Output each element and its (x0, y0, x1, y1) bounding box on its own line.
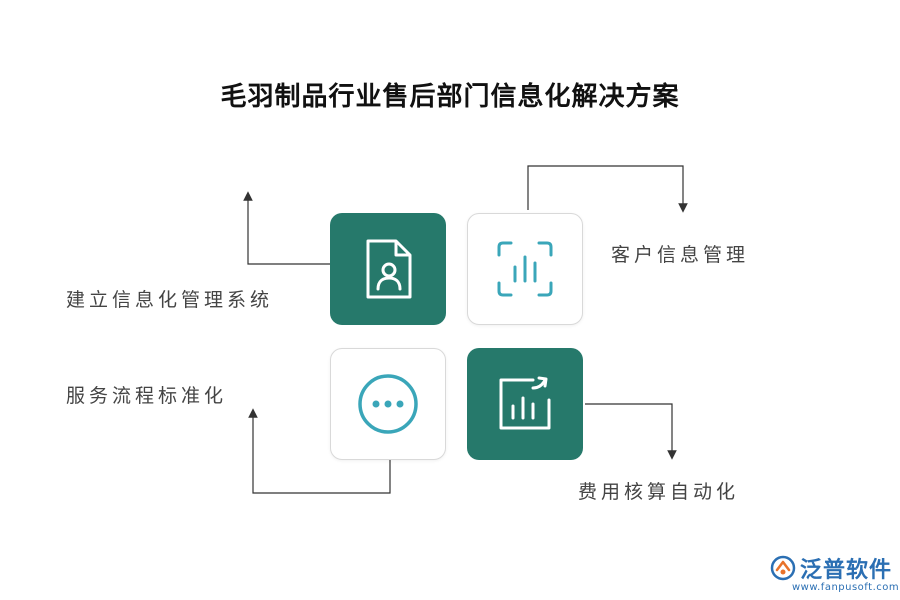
connector-item-3 (248, 408, 391, 494)
label-item-3: 服务流程标准化 (66, 385, 228, 407)
label-item-1: 建立信息化管理系统 (66, 289, 274, 311)
tile-item-1 (330, 213, 446, 325)
brand-name: 泛普软件 (800, 558, 893, 583)
more-dots-icon (358, 374, 418, 434)
page-title: 毛羽制品行业售后部门信息化解决方案 (220, 82, 680, 112)
brand-url: www.fanpusoft.com (792, 582, 900, 593)
chart-export-icon (499, 376, 551, 430)
label-item-4: 费用核算自动化 (578, 481, 740, 503)
label-item-2: 客户信息管理 (611, 244, 750, 266)
tile-item-2 (467, 213, 583, 325)
connector-item-1 (243, 191, 331, 265)
connector-item-2 (527, 165, 688, 213)
tile-item-4 (467, 348, 583, 460)
tile-item-3 (330, 348, 446, 460)
brand-logo: 泛普软件 (770, 552, 892, 584)
document-person-icon (366, 239, 412, 299)
brand-mark-icon (770, 555, 796, 581)
connector-item-4 (585, 403, 677, 460)
scan-chart-icon (497, 241, 553, 297)
